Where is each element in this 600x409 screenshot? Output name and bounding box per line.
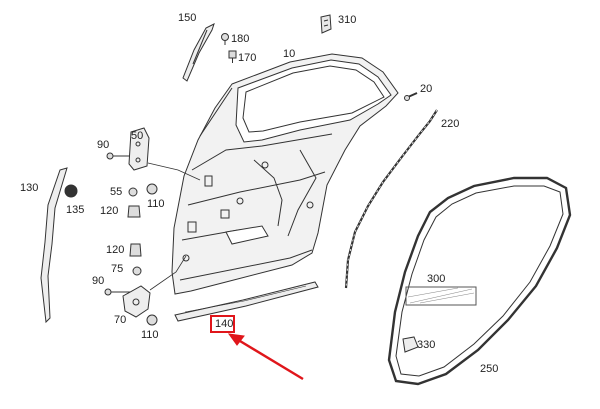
- nut-120-lower: [129, 243, 142, 257]
- label-90-upper: 90: [97, 139, 110, 151]
- label-70: 70: [114, 314, 127, 326]
- label-50: 50: [131, 130, 144, 142]
- label-220: 220: [441, 118, 460, 130]
- label-120-upper: 120: [100, 205, 119, 217]
- label-110-lower: 110: [141, 329, 159, 341]
- plug-330: [402, 336, 419, 353]
- clip-180: [221, 33, 229, 45]
- panel-strip-130: [40, 167, 68, 324]
- door-shell-10: [171, 53, 399, 295]
- highlight-box-140: [210, 315, 235, 333]
- cap-110-lower: [146, 314, 158, 326]
- label-75: 75: [111, 263, 124, 275]
- door-seal-250: [387, 176, 572, 386]
- label-120-lower: 120: [106, 244, 125, 256]
- label-55: 55: [110, 186, 123, 198]
- label-10: 10: [283, 48, 296, 60]
- cap-110-upper: [146, 183, 158, 195]
- label-330: 330: [417, 339, 436, 351]
- label-90-lower: 90: [92, 275, 105, 287]
- weatherstrip-220: [344, 109, 438, 289]
- sill-trim-140: [174, 281, 319, 322]
- label-250: 250: [480, 363, 499, 375]
- bolt-90-upper: [106, 152, 130, 160]
- label-300: 300: [427, 273, 446, 285]
- label-150: 150: [178, 12, 197, 24]
- label-20: 20: [420, 83, 433, 95]
- bolt-20: [404, 92, 418, 101]
- nut-120-upper: [127, 205, 141, 218]
- grommet-135: [64, 184, 78, 198]
- label-135: 135: [66, 204, 85, 216]
- window-channel-trim-150: [182, 23, 215, 82]
- lower-hinge-70: [122, 285, 151, 318]
- label-130: 130: [20, 182, 39, 194]
- bolt-55: [128, 187, 138, 197]
- label-140: 140: [215, 318, 234, 330]
- bracket-310: [320, 14, 332, 34]
- bolt-90-lower: [104, 288, 130, 296]
- upper-hinge-50: [128, 127, 150, 171]
- leader-lines: [147, 162, 201, 291]
- label-310: 310: [338, 14, 357, 26]
- highlight-arrow: [227, 333, 304, 381]
- label-110-upper: 110: [147, 198, 165, 210]
- bolt-75: [132, 266, 142, 276]
- clip-170: [228, 50, 237, 63]
- foil-300: [405, 286, 477, 306]
- label-170: 170: [238, 52, 257, 64]
- label-180: 180: [231, 33, 250, 45]
